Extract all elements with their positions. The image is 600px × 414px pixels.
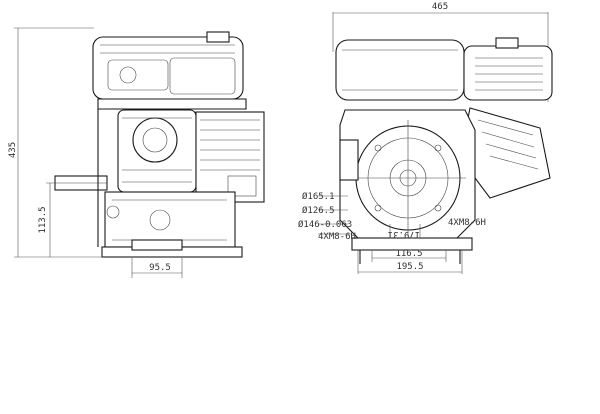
dim-diameter-3: Ø146-0.063 — [298, 219, 352, 230]
dim-bolt-left: 4XM8-6H — [318, 232, 356, 242]
dim-side-offset: 95.5 — [149, 263, 171, 273]
dim-diameter-2: Ø126.5 — [302, 205, 335, 216]
dim-center-span: 179.31 — [388, 229, 421, 239]
dim-shaft-height: 113.5 — [38, 206, 48, 233]
dim-bolt-right: 4XM8-6H — [448, 218, 486, 228]
dim-overall-height: 435 — [8, 142, 18, 158]
front-view: 465 Ø165.1 Ø126.5 Ø146-0.063 4XM — [298, 2, 553, 274]
dim-base-outer: 195.5 — [396, 262, 423, 272]
side-view: 435 113.5 95.5 — [8, 27, 265, 278]
dim-base-inner: 116.5 — [395, 249, 422, 259]
dim-diameter-1: Ø165.1 — [302, 191, 335, 202]
dim-overall-width: 465 — [432, 2, 448, 12]
